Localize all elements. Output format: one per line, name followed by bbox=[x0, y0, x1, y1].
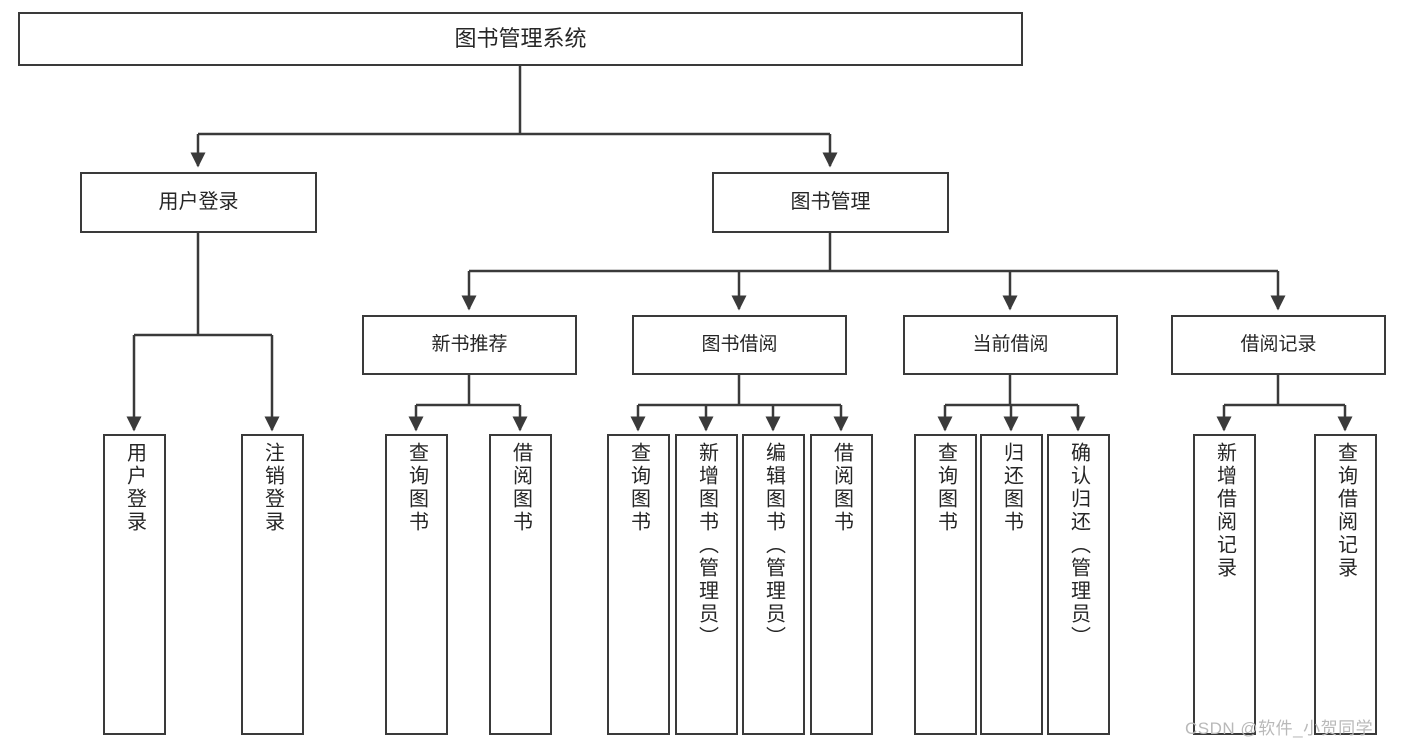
leaf-book-borrow-borrow[interactable]: 借阅图书 bbox=[810, 434, 873, 735]
node-label: 查询图书 bbox=[934, 442, 957, 534]
node-label: 图书管理 bbox=[790, 191, 871, 213]
node-root-book-management-system[interactable]: 图书管理系统 bbox=[18, 12, 1023, 66]
leaf-current-borrow-query[interactable]: 查询图书 bbox=[914, 434, 977, 735]
node-label: 图书借阅 bbox=[701, 334, 778, 356]
leaf-user-login-logout[interactable]: 注销登录 bbox=[241, 434, 304, 735]
leaf-new-book-query[interactable]: 查询图书 bbox=[385, 434, 448, 735]
node-new-book-recommend[interactable]: 新书推荐 bbox=[362, 315, 577, 375]
leaf-borrow-record-add[interactable]: 新增借阅记录 bbox=[1193, 434, 1256, 735]
node-label: 新增图书（管理员） bbox=[695, 442, 718, 649]
leaf-new-book-borrow[interactable]: 借阅图书 bbox=[489, 434, 552, 735]
node-label: 借阅记录 bbox=[1240, 334, 1317, 356]
leaf-current-borrow-confirm-return[interactable]: 确认归还（管理员） bbox=[1047, 434, 1110, 735]
leaf-current-borrow-return[interactable]: 归还图书 bbox=[980, 434, 1043, 735]
node-label: 确认归还（管理员） bbox=[1067, 442, 1090, 649]
node-book-management[interactable]: 图书管理 bbox=[712, 172, 949, 233]
node-borrow-record[interactable]: 借阅记录 bbox=[1171, 315, 1386, 375]
leaf-borrow-record-query[interactable]: 查询借阅记录 bbox=[1314, 434, 1377, 735]
node-label: 查询图书 bbox=[627, 442, 650, 534]
node-label: 用户登录 bbox=[158, 191, 239, 213]
node-label: 新增借阅记录 bbox=[1213, 442, 1236, 580]
node-label: 编辑图书（管理员） bbox=[762, 442, 785, 649]
csdn-watermark: CSDN @软件_小贺同学 bbox=[1185, 719, 1374, 738]
node-current-borrow[interactable]: 当前借阅 bbox=[903, 315, 1118, 375]
leaf-user-login-login[interactable]: 用户登录 bbox=[103, 434, 166, 735]
node-book-borrow[interactable]: 图书借阅 bbox=[632, 315, 847, 375]
node-label: 当前借阅 bbox=[972, 334, 1049, 356]
node-label: 图书管理系统 bbox=[454, 26, 587, 52]
node-label: 用户登录 bbox=[123, 442, 146, 534]
node-label: 查询借阅记录 bbox=[1334, 442, 1357, 580]
node-label: 借阅图书 bbox=[830, 442, 853, 534]
node-label: 查询图书 bbox=[405, 442, 428, 534]
node-user-login[interactable]: 用户登录 bbox=[80, 172, 317, 233]
leaf-book-borrow-query[interactable]: 查询图书 bbox=[607, 434, 670, 735]
node-label: 借阅图书 bbox=[509, 442, 532, 534]
node-label: 归还图书 bbox=[1000, 442, 1023, 534]
leaf-book-borrow-edit[interactable]: 编辑图书（管理员） bbox=[742, 434, 805, 735]
leaf-book-borrow-add[interactable]: 新增图书（管理员） bbox=[675, 434, 738, 735]
node-label: 注销登录 bbox=[261, 442, 284, 534]
node-label: 新书推荐 bbox=[431, 334, 508, 356]
